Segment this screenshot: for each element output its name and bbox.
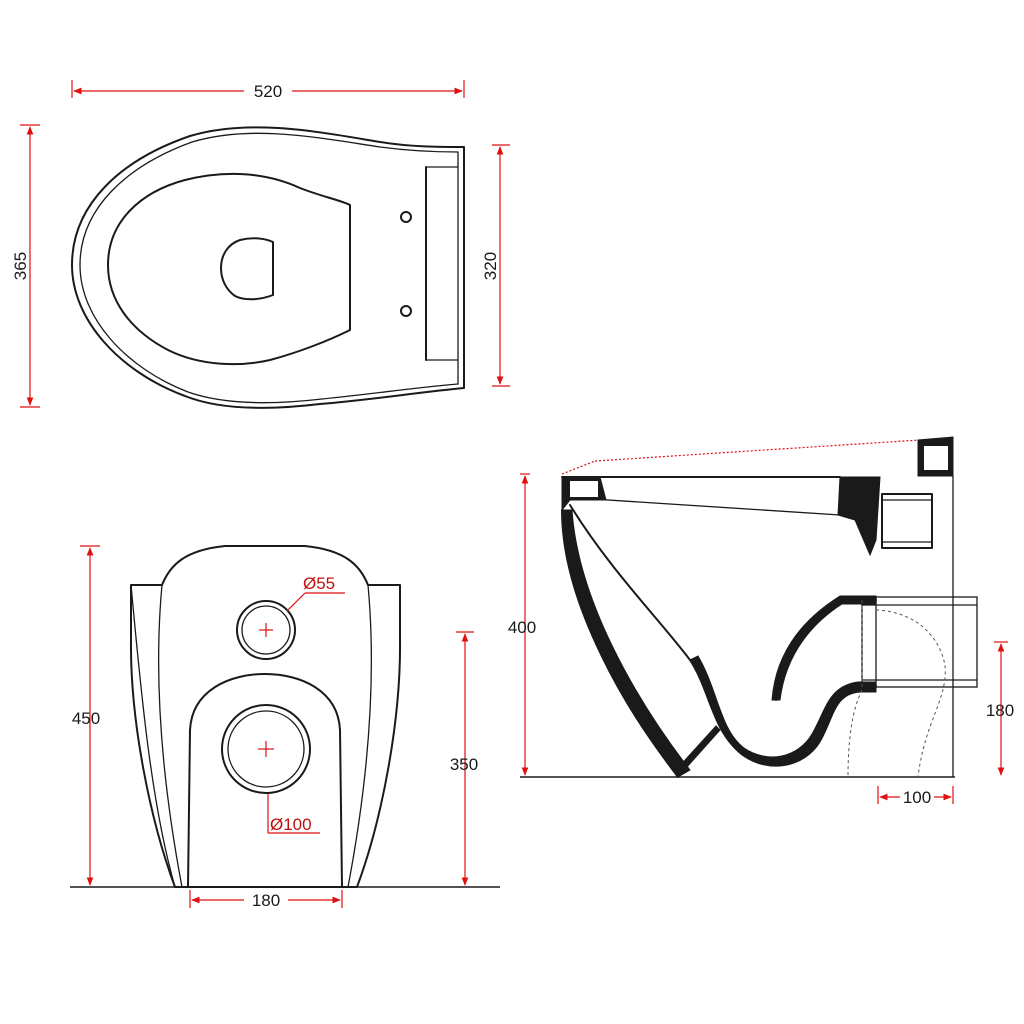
top-view-fixing-hole-lower — [400, 305, 412, 317]
dim-outlet-diameter-label: Ø100 — [270, 815, 312, 834]
dim-fixing-span-label: 320 — [481, 252, 500, 280]
dim-length-label: 520 — [254, 82, 282, 101]
dim-outlet-height-label: 350 — [450, 755, 478, 774]
top-view-bowl — [107, 172, 351, 366]
top-view-drain — [220, 237, 274, 301]
side-view: 400 180 100 — [508, 436, 1014, 807]
dim-outlet-depth-label: 100 — [903, 788, 931, 807]
top-view-outer-rim — [71, 126, 465, 409]
top-view: 520 365 320 — [11, 80, 510, 409]
rear-view-outlet-pipe-outer — [221, 704, 311, 794]
dim-supply-diameter-label: Ø55 — [303, 574, 335, 593]
dim-width-label: 365 — [11, 252, 30, 280]
rear-view-outlet-recess — [187, 673, 343, 888]
rear-view-outer-body — [129, 545, 402, 888]
dim-height-label: 450 — [72, 709, 100, 728]
dim-outlet-center-label: 180 — [986, 701, 1014, 720]
rear-view: Ø55 Ø100 450 350 180 — [70, 545, 500, 910]
rear-view-supply-pipe-outer — [236, 600, 296, 660]
dim-base-width-label: 180 — [252, 891, 280, 910]
dim-side-height-label: 400 — [508, 618, 536, 637]
top-view-fixing-hole-upper — [400, 211, 412, 223]
top-view-outer-rim-inner — [79, 132, 459, 404]
